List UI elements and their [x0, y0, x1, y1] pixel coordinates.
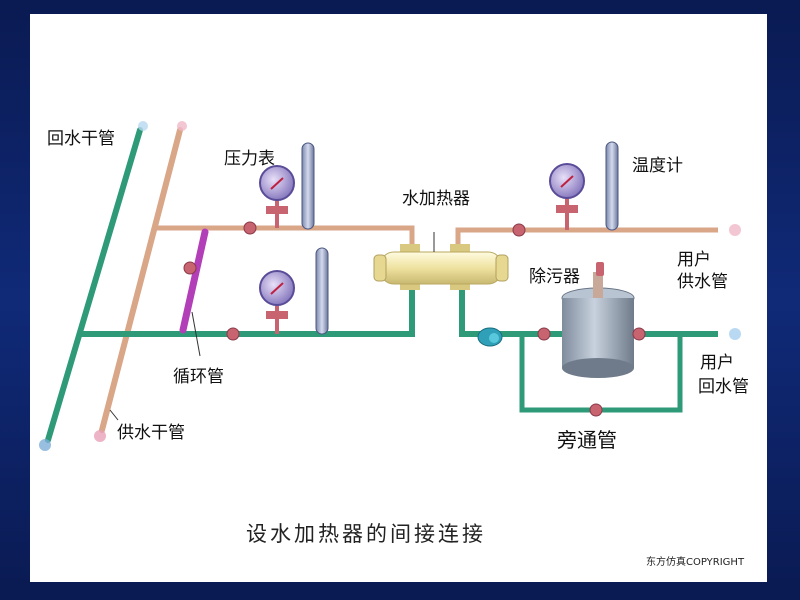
label-bypass-pipe: 旁通管 [557, 428, 617, 452]
thermometer-upper-icon [301, 142, 315, 230]
return-branch-pipe [80, 285, 415, 337]
label-user-return-2: 回水管 [698, 377, 749, 397]
desilter-icon [561, 262, 635, 378]
circulation-pipe-line [179, 228, 209, 334]
diagram-caption: 设水加热器的间接连接 [246, 522, 486, 546]
return-main-pipe [39, 121, 148, 451]
label-user-supply-1: 用户 [677, 250, 711, 270]
label-return-main: 回水干管 [47, 129, 115, 149]
pressure-gauge-user-icon [549, 163, 585, 230]
diagram-panel [30, 14, 767, 582]
label-pressure-gauge: 压力表 [224, 149, 275, 169]
label-water-heater: 水加热器 [402, 189, 470, 209]
user-supply-pipe [455, 224, 741, 248]
pressure-gauge-lower-icon [259, 270, 295, 334]
supply-main-pipe [94, 121, 187, 442]
water-heater-icon [373, 232, 509, 290]
leader-lines [109, 311, 201, 421]
label-supply-main: 供水干管 [117, 423, 185, 443]
pressure-gauge-upper-icon [259, 165, 295, 228]
copyright-text: 东方仿真COPYRIGHT [646, 557, 745, 568]
label-thermometer: 温度计 [632, 156, 683, 176]
supply-branch-pipe [157, 225, 415, 248]
pump-icon [477, 327, 503, 347]
label-user-return-1: 用户 [700, 353, 734, 373]
label-desilter: 除污器 [529, 267, 580, 287]
label-circulation-pipe: 循环管 [173, 367, 224, 387]
thermometer-user-icon [605, 141, 619, 231]
label-user-supply-2: 供水管 [677, 272, 728, 292]
thermometer-lower-icon [315, 247, 329, 335]
valve-icons [183, 221, 646, 417]
